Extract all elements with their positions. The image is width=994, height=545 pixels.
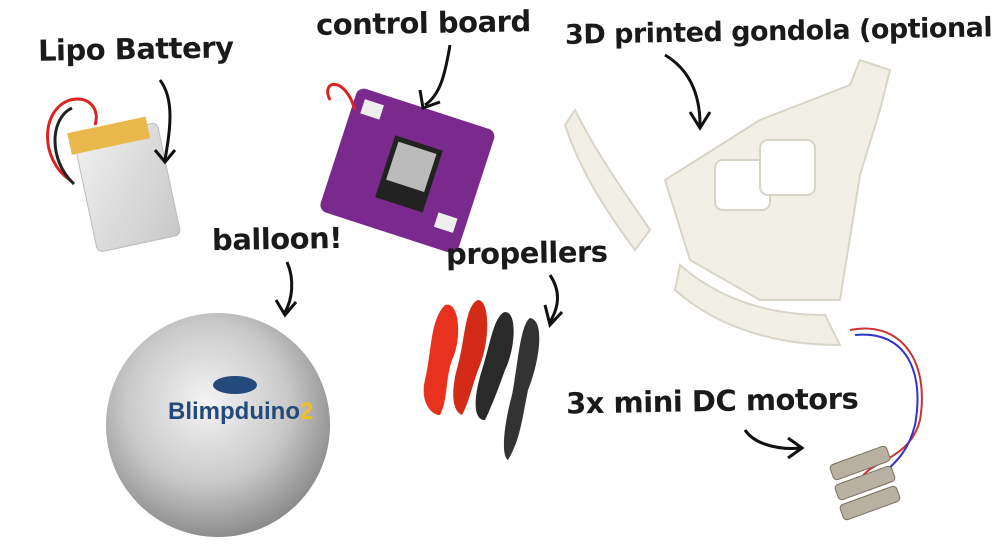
gondola-arrow	[664, 53, 712, 131]
gondola-image	[563, 58, 892, 347]
label-control-board: control board	[315, 4, 531, 42]
motors-image	[829, 327, 923, 521]
label-motors: 3x mini DC motors	[565, 381, 859, 421]
logo-name: Blimpduino	[168, 398, 300, 425]
control-board-arrow	[418, 44, 452, 111]
blimpduino-logo: Blimpduino2	[168, 398, 313, 426]
blimp-logo-icon	[213, 376, 257, 394]
battery-arrow	[153, 79, 177, 165]
balloon-arrow	[274, 261, 298, 318]
control-board-image	[320, 88, 495, 253]
motors-arrow	[743, 429, 805, 460]
propellers-image	[423, 300, 540, 460]
logo-version: 2	[299, 398, 314, 425]
label-propellers: propellers	[445, 234, 608, 272]
label-lipo-battery: Lipo Battery	[37, 30, 234, 68]
balloon-image	[106, 313, 330, 537]
label-balloon: balloon!	[211, 220, 343, 258]
propellers-arrow	[543, 274, 564, 329]
lipo-battery-image	[46, 97, 181, 252]
